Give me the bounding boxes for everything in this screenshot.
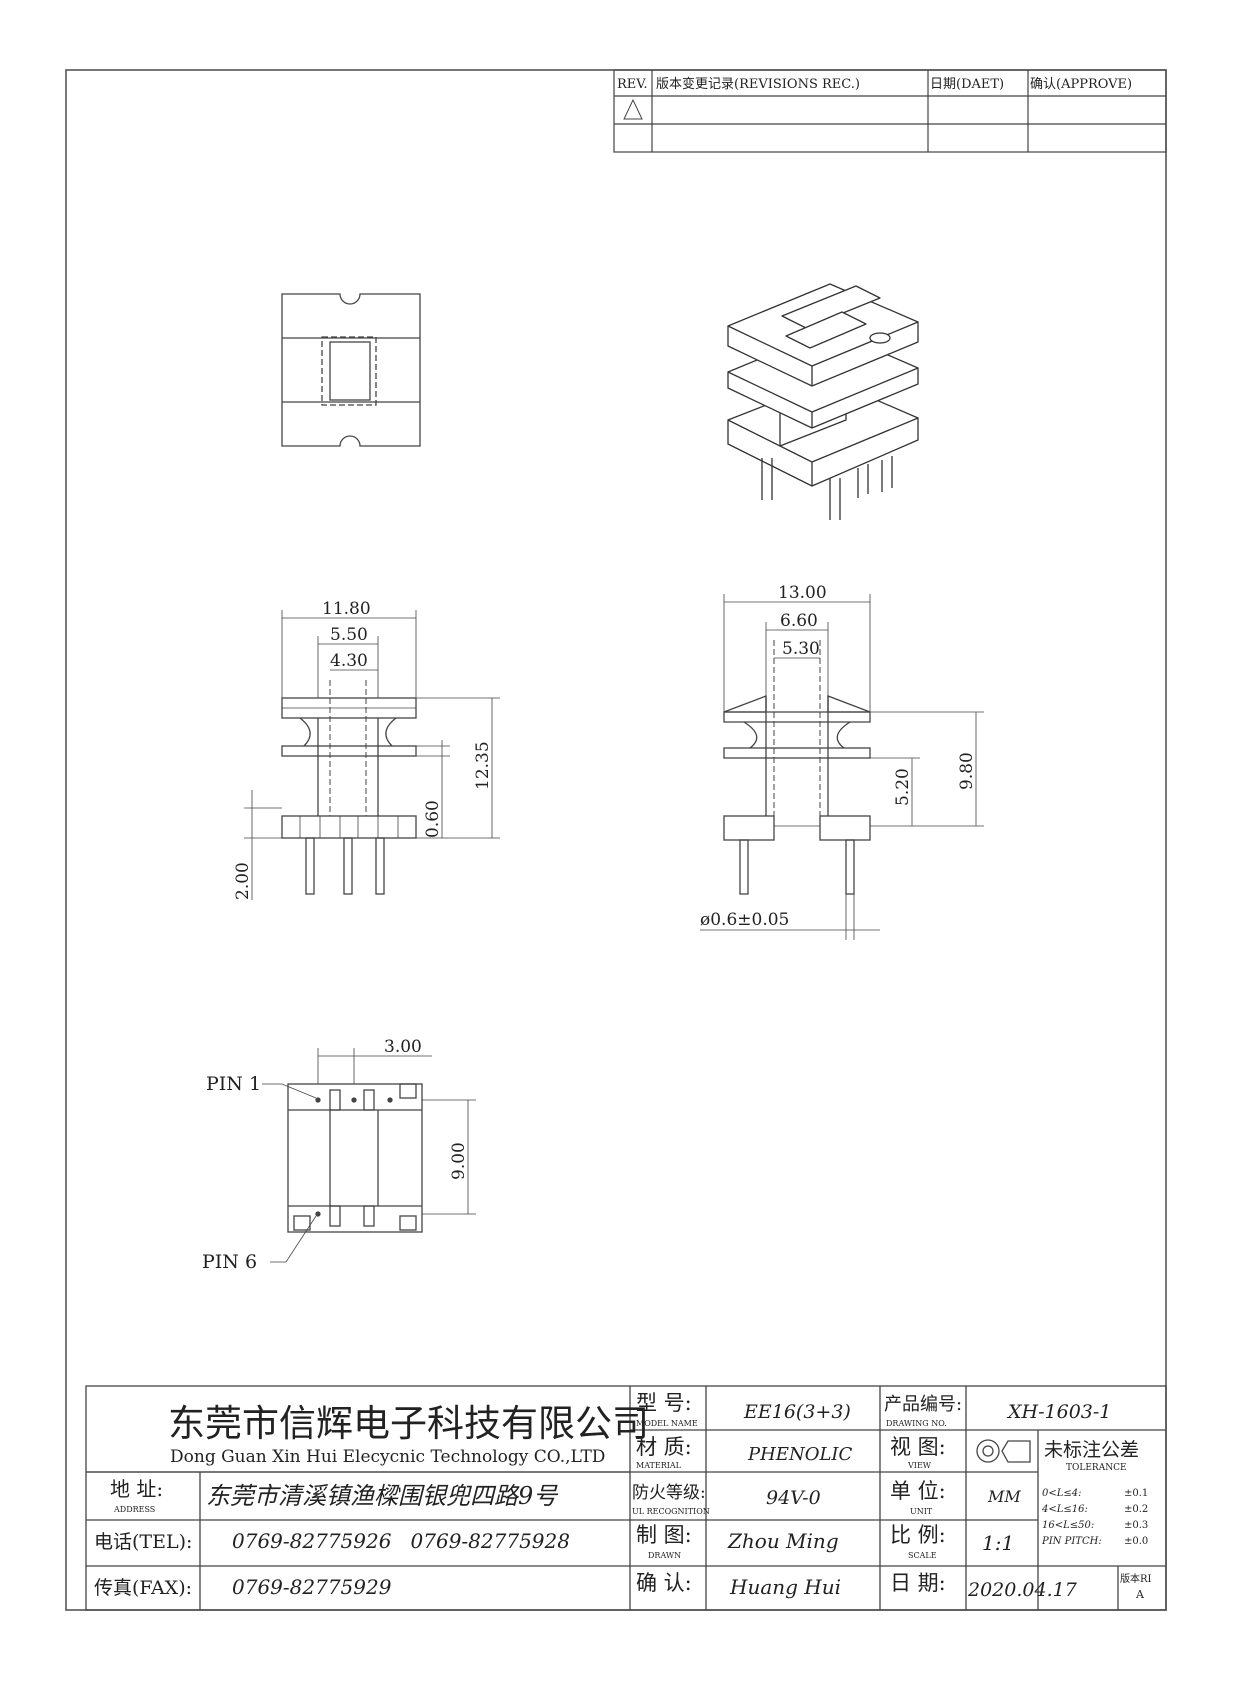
drawing-no-label: 产品编号: xyxy=(884,1394,962,1415)
dim-front-pin: 2.00 xyxy=(233,862,253,900)
unit-label: 单 位: xyxy=(890,1479,946,1503)
version-label: 版本RI xyxy=(1120,1572,1152,1585)
drawing-frame xyxy=(65,69,1167,1611)
tolerance-range-1: 0<L≤4: xyxy=(1042,1488,1082,1499)
ul-value: 94V-0 xyxy=(766,1487,821,1509)
address-label-en: ADDRESS xyxy=(113,1505,155,1514)
dim-side-width: 13.00 xyxy=(778,583,827,603)
tolerance-value-4: ±0.0 xyxy=(1124,1536,1148,1547)
view-label: 视 图: xyxy=(890,1435,946,1459)
drawing-no-label-en: DRAWING NO. xyxy=(886,1419,947,1428)
top-view xyxy=(281,293,421,447)
tel-values: 0769-82775926 0769-82775928 xyxy=(232,1529,570,1553)
model-value: EE16(3+3) xyxy=(743,1401,851,1423)
tolerance-range-2: 4<L≤16: xyxy=(1041,1504,1088,1515)
dim-pin-diameter: ø0.6±0.05 xyxy=(700,910,789,930)
date-value: 2020.04.17 xyxy=(967,1579,1078,1601)
fax-value: 0769-82775929 xyxy=(232,1575,392,1599)
title-block xyxy=(85,1385,1167,1611)
fax-label: 传真(FAX): xyxy=(94,1577,192,1599)
rev-header-date: 日期(DAET) xyxy=(930,77,1004,92)
ul-label-en: UL RECOGNITION xyxy=(632,1507,710,1516)
unit-value: MM xyxy=(987,1487,1021,1506)
dim-side-inner: 6.60 xyxy=(780,611,818,631)
front-view xyxy=(244,610,500,900)
model-label: 型 号: xyxy=(636,1391,692,1415)
dim-side-height: 9.80 xyxy=(957,752,977,790)
dim-side-mid: 5.20 xyxy=(893,768,913,806)
side-view xyxy=(700,594,984,940)
version-value: A xyxy=(1135,1588,1145,1601)
dim-pin-row: 9.00 xyxy=(449,1142,469,1180)
tolerance-value-1: ±0.1 xyxy=(1124,1488,1148,1499)
tolerance-title-en: TOLERANCE xyxy=(1066,1463,1127,1473)
address-value: 东莞市清溪镇渔樑围银兜四路9号 xyxy=(206,1482,559,1510)
drawing-no-value: XH-1603-1 xyxy=(1006,1401,1111,1423)
address-label: 地 址: xyxy=(110,1477,163,1501)
dim-side-core: 5.30 xyxy=(782,639,820,659)
dim-front-width: 11.80 xyxy=(322,599,371,619)
scale-label-en: SCALE xyxy=(908,1551,937,1560)
dim-front-inner: 5.50 xyxy=(330,625,368,645)
dim-front-height: 12.35 xyxy=(473,741,493,790)
tolerance-value-3: ±0.3 xyxy=(1124,1520,1148,1531)
drawn-label: 制 图: xyxy=(636,1523,692,1547)
dim-pin-pitch: 3.00 xyxy=(384,1037,422,1057)
unit-label-en: UNIT xyxy=(910,1507,933,1516)
material-label-en: MATERIAL xyxy=(636,1461,682,1470)
date-label: 日 期: xyxy=(890,1571,946,1595)
pin-1-label: PIN 1 xyxy=(206,1073,261,1095)
drawn-value: Zhou Ming xyxy=(727,1529,839,1553)
approve-label: 确 认: xyxy=(636,1571,692,1595)
rev-header-record: 版本变更记录(REVISIONS REC.) xyxy=(656,76,860,92)
material-value: PHENOLIC xyxy=(747,1444,853,1465)
approve-value: Huang Hui xyxy=(729,1575,841,1599)
view-label-en: VIEW xyxy=(907,1461,932,1470)
rev-header-rev: REV. xyxy=(617,77,648,92)
company-name-en: Dong Guan Xin Hui Elecycnic Technology C… xyxy=(170,1447,605,1467)
scale-value: 1:1 xyxy=(982,1531,1014,1555)
pin-6-label: PIN 6 xyxy=(202,1251,257,1273)
tolerance-value-2: ±0.2 xyxy=(1124,1504,1148,1515)
material-label: 材 质: xyxy=(636,1435,692,1459)
company-name-cn: 东莞市信辉电子科技有限公司 xyxy=(168,1402,649,1445)
tolerance-range-3: 16<L≤50: xyxy=(1042,1520,1094,1531)
tolerance-title: 未标注公差 xyxy=(1044,1439,1139,1461)
drawn-label-en: DRAWN xyxy=(648,1551,681,1560)
model-label-en: MODEL NAME xyxy=(636,1419,698,1428)
rev-header-approve: 确认(APPROVE) xyxy=(1030,77,1132,92)
revision-table xyxy=(613,69,1167,153)
isometric-view xyxy=(727,283,919,520)
scale-label: 比 例: xyxy=(890,1523,946,1547)
dim-front-core: 4.30 xyxy=(330,651,368,671)
tolerance-range-4: PIN PITCH: xyxy=(1041,1536,1102,1547)
dim-front-flange: 0.60 xyxy=(423,800,443,838)
tel-label: 电话(TEL): xyxy=(94,1531,192,1553)
pin-view xyxy=(262,1048,476,1263)
ul-label: 防火等级: xyxy=(632,1483,706,1503)
